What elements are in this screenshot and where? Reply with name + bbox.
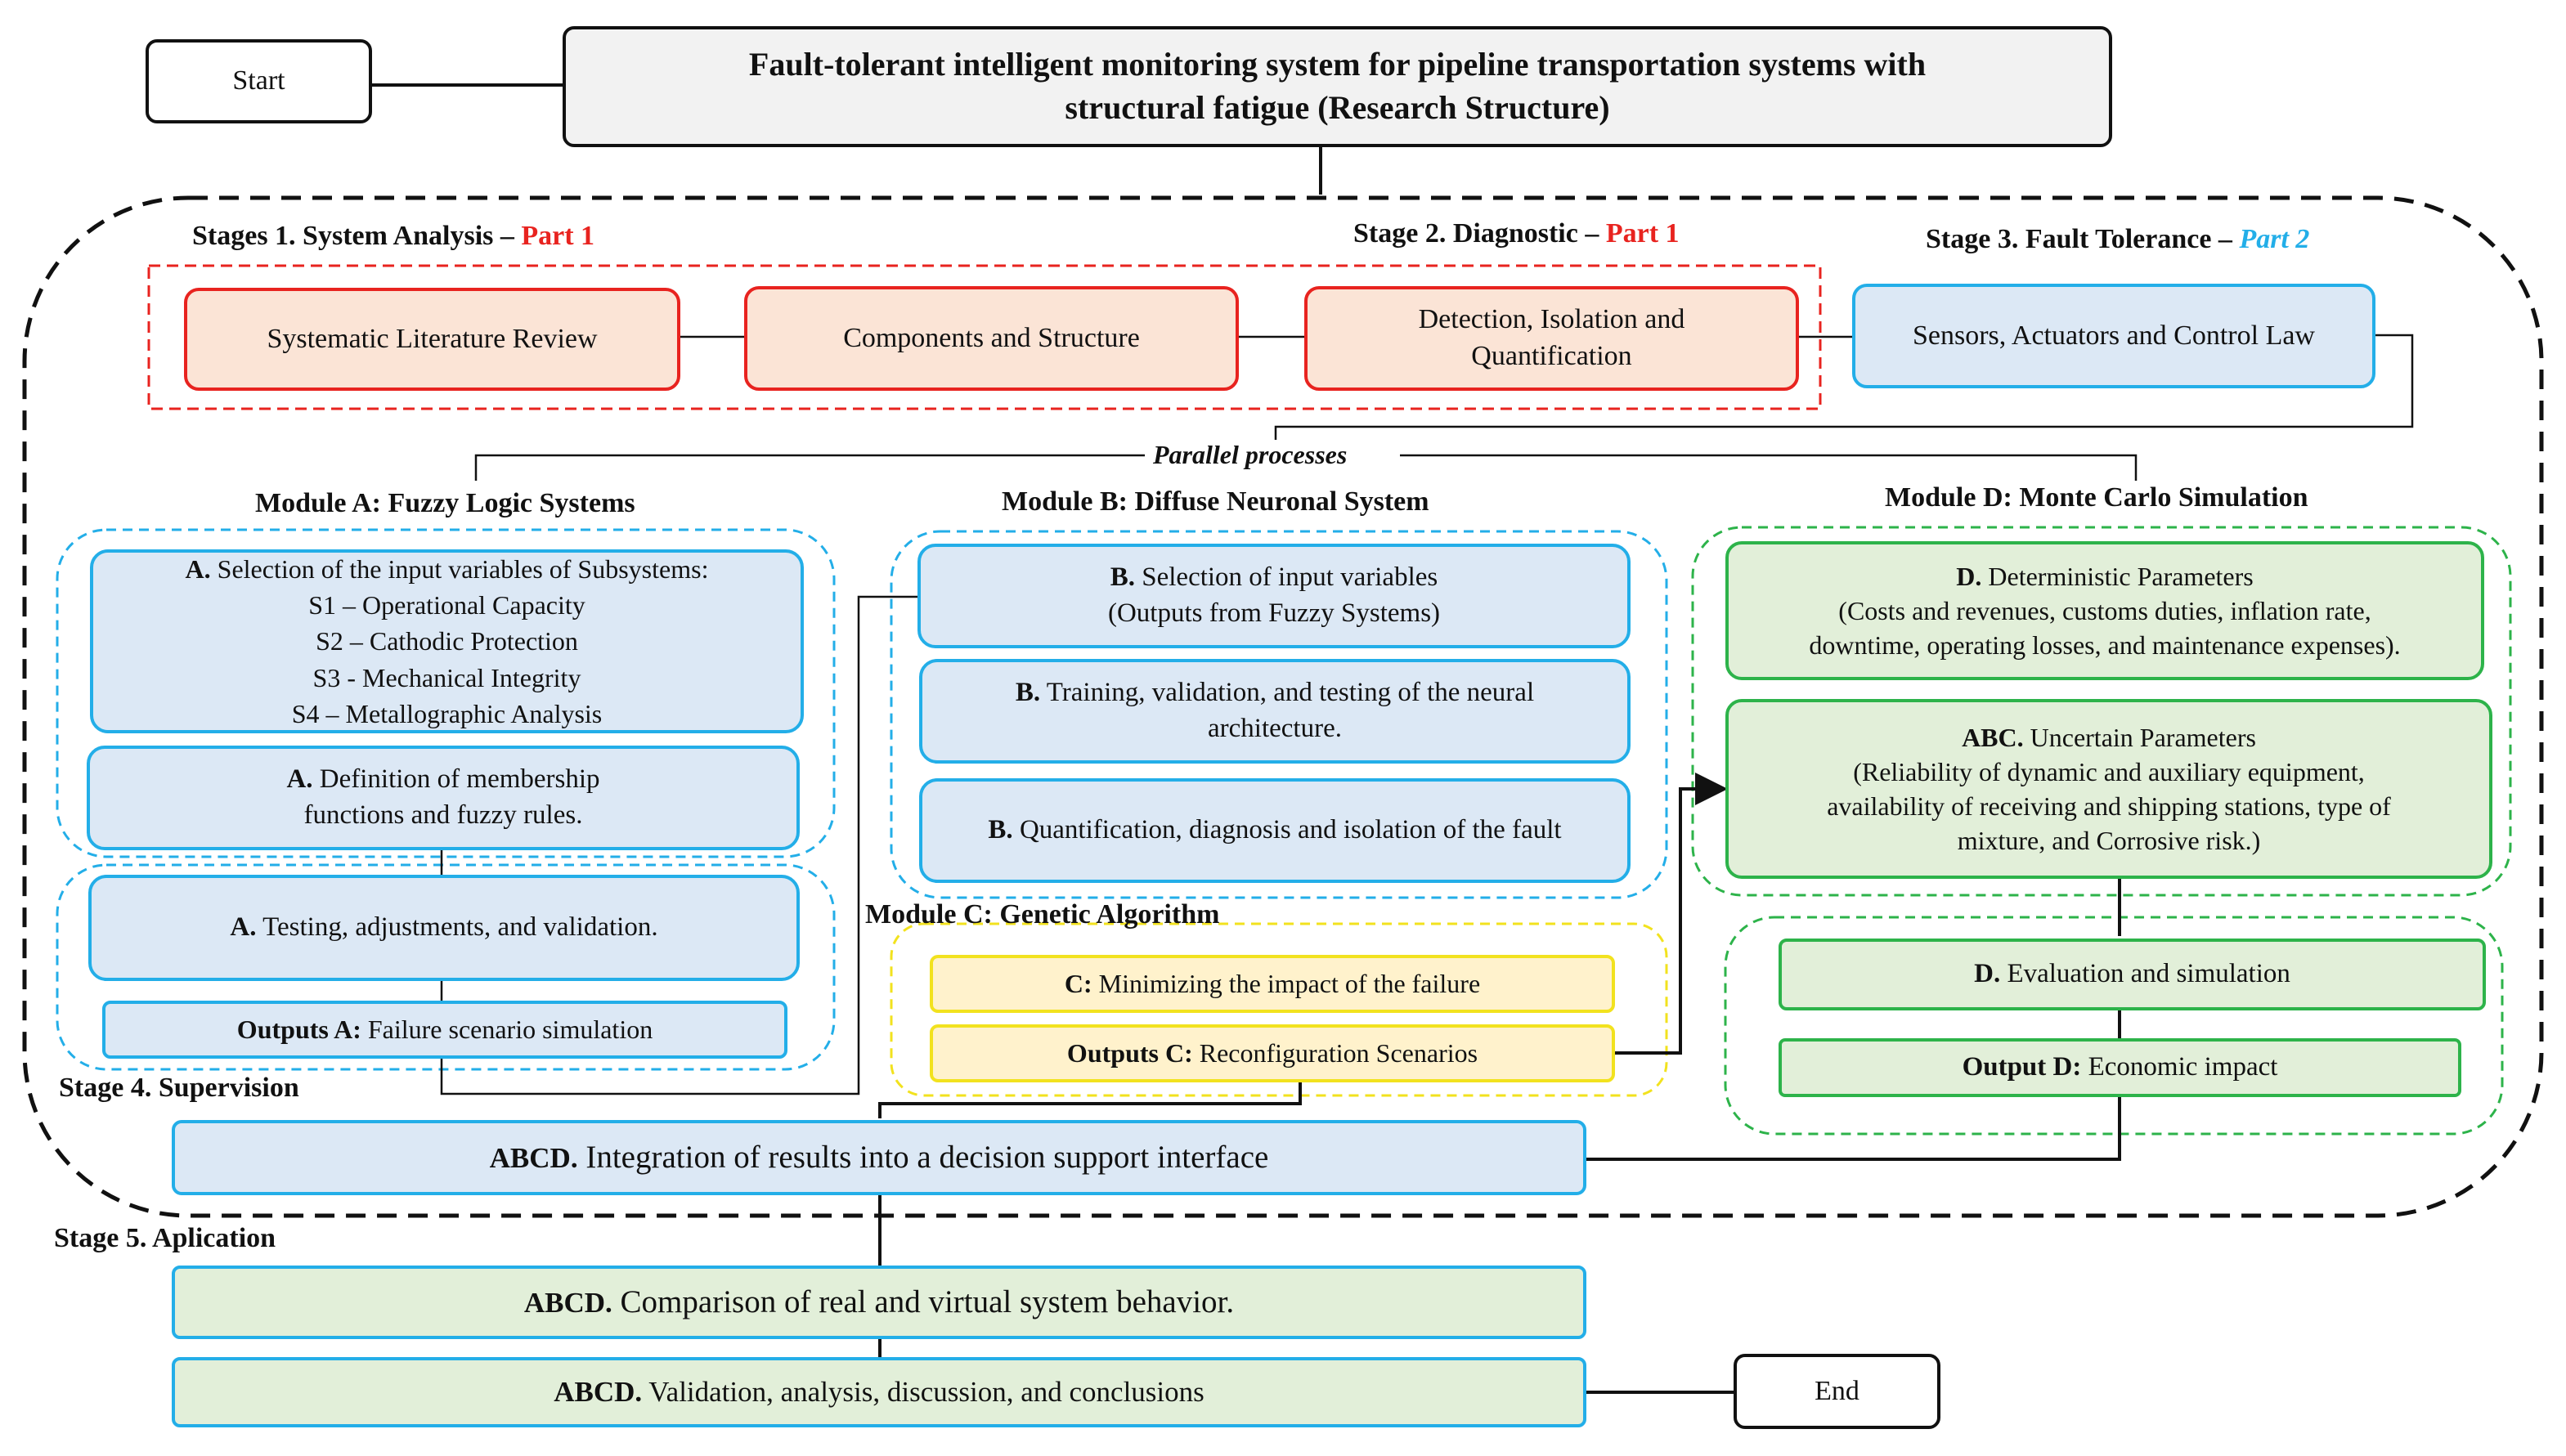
module-c-minimizing-box: C: Minimizing the impact of the failure [930,955,1615,1013]
stage-4-label: Stage 4. Supervision [59,1073,299,1103]
stage-2-part: Part 1 [1605,218,1680,249]
stage-1-part: Part 1 [521,221,595,251]
stage-3-part: Part 2 [2239,224,2310,254]
module-b-group [890,530,1668,899]
stage-3-label: Stage 3. Fault Tolerance – Part 2 [1926,224,2310,254]
parallel-processes-label: Parallel processes [1145,440,1356,470]
module-b-quantification-box: B. Quantification, diagnosis and isolati… [919,778,1631,883]
systematic-literature-review-box: Systematic Literature Review [184,288,680,391]
stage-1-label: Stages 1. System Analysis – Part 1 [192,221,595,251]
module-d-deterministic-box: D. Deterministic Parameters (Costs and r… [1725,541,2484,680]
stage-2-label: Stage 2. Diagnostic – Part 1 [1353,218,1680,249]
module-d-output-box: Output D: Economic impact [1779,1038,2461,1097]
module-d-group-1 [1691,526,2512,897]
module-c-outputs-box: Outputs C: Reconfiguration Scenarios [930,1024,1615,1082]
module-d-evaluation-box: D. Evaluation and simulation [1779,939,2486,1010]
diagram-title-box: Fault-tolerant intelligent monitoring sy… [563,26,2112,147]
module-a-outputs-box: Outputs A: Failure scenario simulation [102,1001,787,1059]
module-d-uncertain-box: ABC. Uncertain Parameters (Reliability o… [1725,699,2492,879]
components-structure-box: Components and Structure [744,286,1239,391]
module-a-label: Module A: Fuzzy Logic Systems [255,488,635,518]
module-c-label: Module C: Genetic Algorithm [865,899,1220,930]
stage-1-2-group [147,264,1822,410]
module-b-input-variables-box: B. Selection of input variables (Outputs… [917,544,1631,648]
module-a-input-variables-box: A. Selection of the input variables of S… [90,549,804,733]
module-a-testing-box: A. Testing, adjustments, and validation. [88,875,800,981]
start-label: Start [232,65,285,96]
abcd-comparison-box: ABCD. Comparison of real and virtual sys… [172,1266,1586,1339]
title-line-2: structural fatigue (Research Structure) [1065,89,1610,126]
module-b-label: Module B: Diffuse Neuronal System [1002,486,1429,517]
module-a-membership-box: A. Definition of membership functions an… [87,746,800,850]
module-a-group-2 [56,863,836,1071]
process-boundary [22,195,2544,1218]
end-label: End [1815,1375,1859,1406]
sensors-actuators-box: Sensors, Actuators and Control Law [1852,284,2375,388]
abcd-validation-box: ABCD. Validation, analysis, discussion, … [172,1357,1586,1427]
module-d-label: Module D: Monte Carlo Simulation [1885,482,2308,513]
end-node: End [1734,1354,1940,1429]
abcd-integration-box: ABCD. Integration of results into a deci… [172,1120,1586,1195]
start-node: Start [146,39,372,123]
detection-isolation-box: Detection, Isolation and Quantification [1304,286,1799,391]
module-a-group-1 [56,528,836,858]
title-line-1: Fault-tolerant intelligent monitoring sy… [748,46,1927,83]
stage-5-label: Stage 5. Aplication [54,1223,276,1253]
module-b-training-box: B. Training, validation, and testing of … [919,659,1631,764]
